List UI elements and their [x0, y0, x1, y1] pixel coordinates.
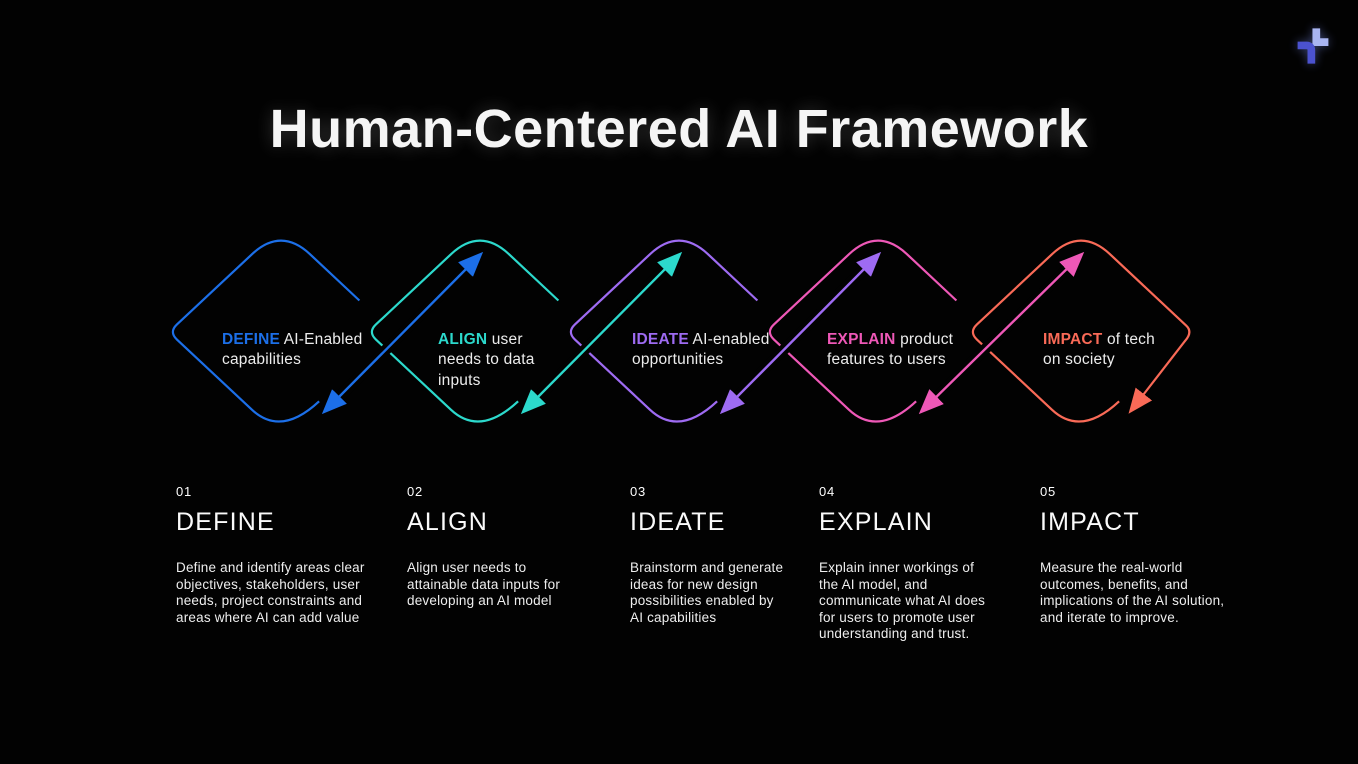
stage-heading: EXPLAIN — [819, 508, 934, 536]
diamond-keyword: EXPLAIN — [827, 330, 896, 348]
diamond-label-explain: EXPLAIN product features to users — [827, 309, 997, 371]
logo-lower-elbow — [1297, 41, 1316, 64]
stage-heading: IDEATE — [630, 508, 726, 536]
brand-logo-icon — [1297, 28, 1329, 64]
diamond-label-text: user needs to data inputs — [438, 330, 535, 389]
diamond-keyword: ALIGN — [438, 330, 488, 348]
page-title: Human-Centered AI Framework — [269, 99, 1089, 159]
flow-arrow-define-align — [321, 251, 484, 415]
stage-number: 01 — [176, 484, 193, 499]
diamond-label-text: of tech on society — [1043, 330, 1155, 369]
diamond-label-impact: IMPACT of tech on society — [1043, 309, 1213, 371]
stage-number: 03 — [630, 484, 647, 499]
stage-heading: DEFINE — [176, 508, 275, 536]
diamond-label-ideate: IDEATE AI-enabled opportunities — [632, 309, 802, 371]
stage-description: Define and identify areas clear objectiv… — [176, 560, 365, 625]
diamond-outline-define — [171, 239, 361, 423]
diamond-keyword: DEFINE — [222, 330, 281, 348]
stage-heading: ALIGN — [407, 508, 489, 536]
stage-column-explain: 04 EXPLAIN Explain inner workings of the… — [819, 484, 1019, 643]
stage-number: 04 — [819, 484, 836, 499]
stage-number: 05 — [1040, 484, 1057, 499]
stage-description: Brainstorm and generate ideas for new de… — [630, 560, 784, 625]
diamond-keyword: IMPACT — [1043, 330, 1103, 348]
stage-column-impact: 05 IMPACT Measure the real-world outcome… — [1040, 484, 1250, 626]
stage-number: 02 — [407, 484, 424, 499]
stage-column-align: 02 ALIGN Align user needs to attainable … — [407, 484, 597, 610]
flow-arrow-explain-impact — [918, 251, 1085, 415]
stage-description: Explain inner workings of the AI model, … — [819, 560, 986, 641]
stage-column-define: 01 DEFINE Define and identify areas clea… — [176, 484, 388, 626]
flow-arrow-align-ideate — [520, 251, 683, 415]
diamond-label-align: ALIGN user needs to data inputs — [438, 309, 608, 391]
diamond-label-text: product features to users — [827, 330, 954, 369]
logo-upper-elbow — [1312, 28, 1329, 46]
stage-column-ideate: 03 IDEATE Brainstorm and generate ideas … — [630, 484, 815, 626]
stage-heading: IMPACT — [1040, 508, 1140, 536]
diamond-label-define: DEFINE AI-Enabled capabilities — [222, 309, 392, 371]
diamond-label-text: AI-enabled opportunities — [632, 330, 770, 369]
stage-description: Align user needs to attainable data inpu… — [407, 560, 561, 608]
stage-description: Measure the real-world outcomes, benefit… — [1040, 560, 1225, 625]
diamond-keyword: IDEATE — [632, 330, 689, 348]
flow-arrow-ideate-explain — [719, 251, 882, 415]
diamond-label-text: AI-Enabled capabilities — [222, 330, 363, 369]
